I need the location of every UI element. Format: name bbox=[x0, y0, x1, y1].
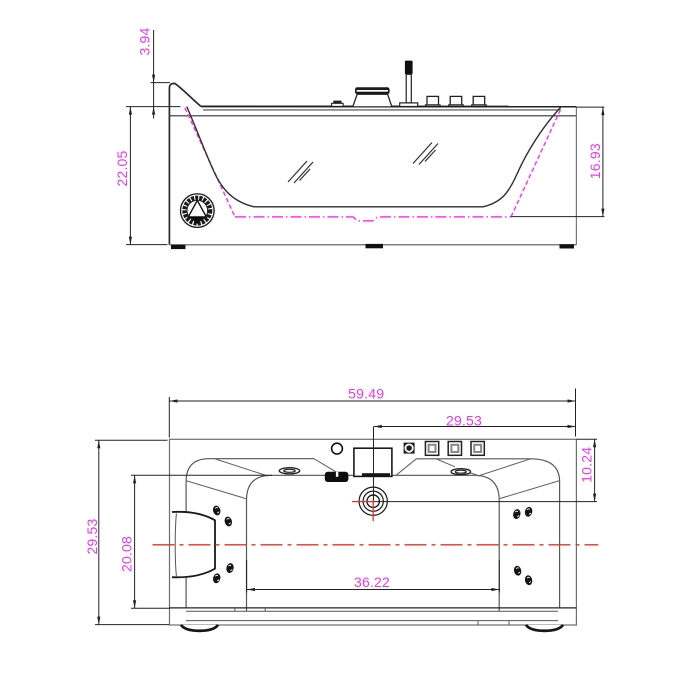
svg-text:36.22: 36.22 bbox=[354, 574, 390, 590]
svg-text:29.53: 29.53 bbox=[84, 518, 100, 554]
svg-text:16.93: 16.93 bbox=[587, 143, 603, 179]
svg-text:29.53: 29.53 bbox=[446, 412, 482, 428]
svg-text:10.24: 10.24 bbox=[579, 447, 595, 483]
svg-text:59.49: 59.49 bbox=[348, 385, 384, 401]
svg-text:22.05: 22.05 bbox=[114, 150, 130, 186]
svg-text:3.94: 3.94 bbox=[137, 27, 153, 55]
svg-text:20.08: 20.08 bbox=[119, 536, 135, 572]
